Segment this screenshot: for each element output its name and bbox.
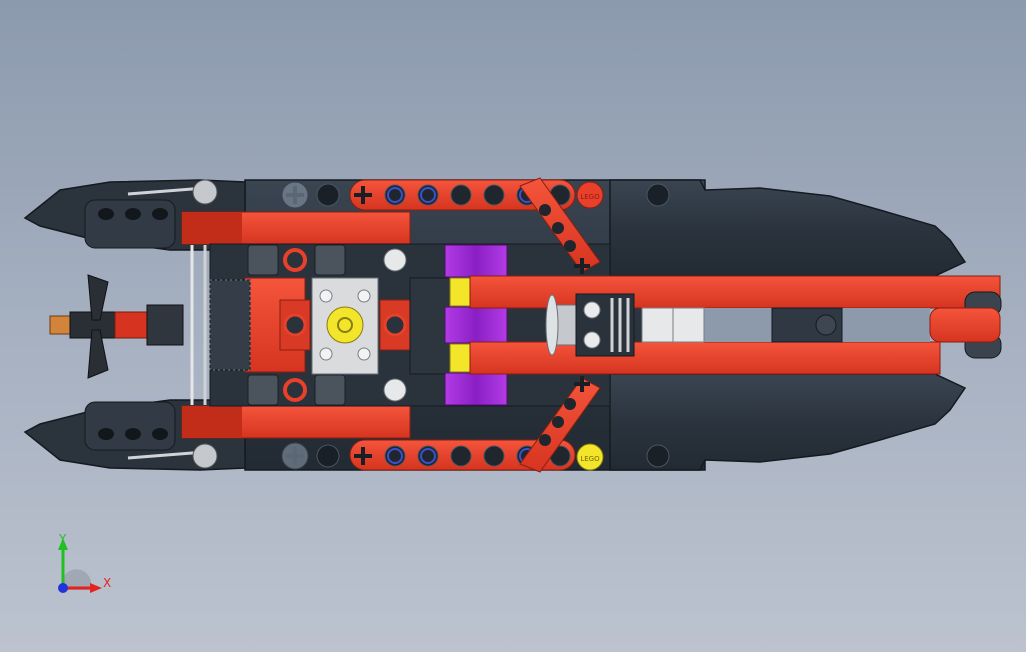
x-axis-arrow bbox=[90, 583, 102, 593]
pontoon-block-bottom bbox=[84, 401, 176, 451]
lego-stud-top-text: LEGO bbox=[580, 193, 600, 201]
red-beam-bottom-shade bbox=[182, 406, 242, 438]
dark-motor-block bbox=[209, 279, 251, 371]
lego-boat-model[interactable]: LEGO LEGO bbox=[23, 177, 1002, 473]
purple-bushings bbox=[444, 244, 508, 406]
diagonal-holes bbox=[539, 204, 576, 446]
dark-plate-stack bbox=[575, 293, 635, 357]
motor-block-outline bbox=[209, 279, 251, 371]
y-axis-arrow bbox=[58, 538, 68, 550]
bow-connector-hole bbox=[815, 314, 837, 336]
propeller-assembly[interactable] bbox=[49, 274, 184, 379]
propeller-blade-bottom bbox=[87, 329, 109, 379]
red-beam-top-shade bbox=[182, 212, 242, 244]
lego-stud-bottom: LEGO bbox=[576, 443, 604, 471]
bow-tip-red bbox=[929, 307, 1001, 343]
pontoon-block-top bbox=[84, 199, 176, 249]
round-holes bbox=[316, 183, 670, 468]
coordinate-triad: Y X bbox=[58, 532, 111, 593]
white-pins bbox=[383, 248, 407, 402]
plate-ribs bbox=[610, 298, 630, 352]
hub-corner-holes bbox=[319, 289, 371, 361]
red-pin-rings bbox=[283, 248, 307, 402]
pontoon-holes bbox=[98, 208, 168, 440]
propeller-blade-top bbox=[87, 274, 109, 321]
hub-side-connectors bbox=[279, 299, 411, 351]
gear-cluster bbox=[247, 244, 346, 406]
red-beam-center-top bbox=[469, 275, 1001, 309]
prop-gear bbox=[146, 304, 184, 346]
dark-axle-block bbox=[409, 277, 451, 375]
axle-bushing-discs bbox=[281, 181, 309, 470]
lego-stud-bottom-text: LEGO bbox=[580, 455, 600, 463]
prop-shaft-red bbox=[114, 311, 148, 339]
yellow-hub bbox=[326, 306, 364, 344]
yellow-hub-center bbox=[337, 317, 353, 333]
y-axis-label: Y bbox=[58, 532, 67, 546]
silver-crank-disc bbox=[545, 294, 559, 356]
lego-stud-top: LEGO bbox=[576, 181, 604, 209]
z-axis-dot bbox=[58, 583, 68, 593]
x-axis-label: X bbox=[103, 576, 111, 590]
plate-studs bbox=[583, 301, 601, 349]
prop-hub-tip bbox=[49, 315, 71, 335]
red-beam-center-bottom bbox=[469, 341, 941, 375]
rudder-rods bbox=[127, 179, 218, 469]
triad-z-plane bbox=[63, 569, 92, 590]
